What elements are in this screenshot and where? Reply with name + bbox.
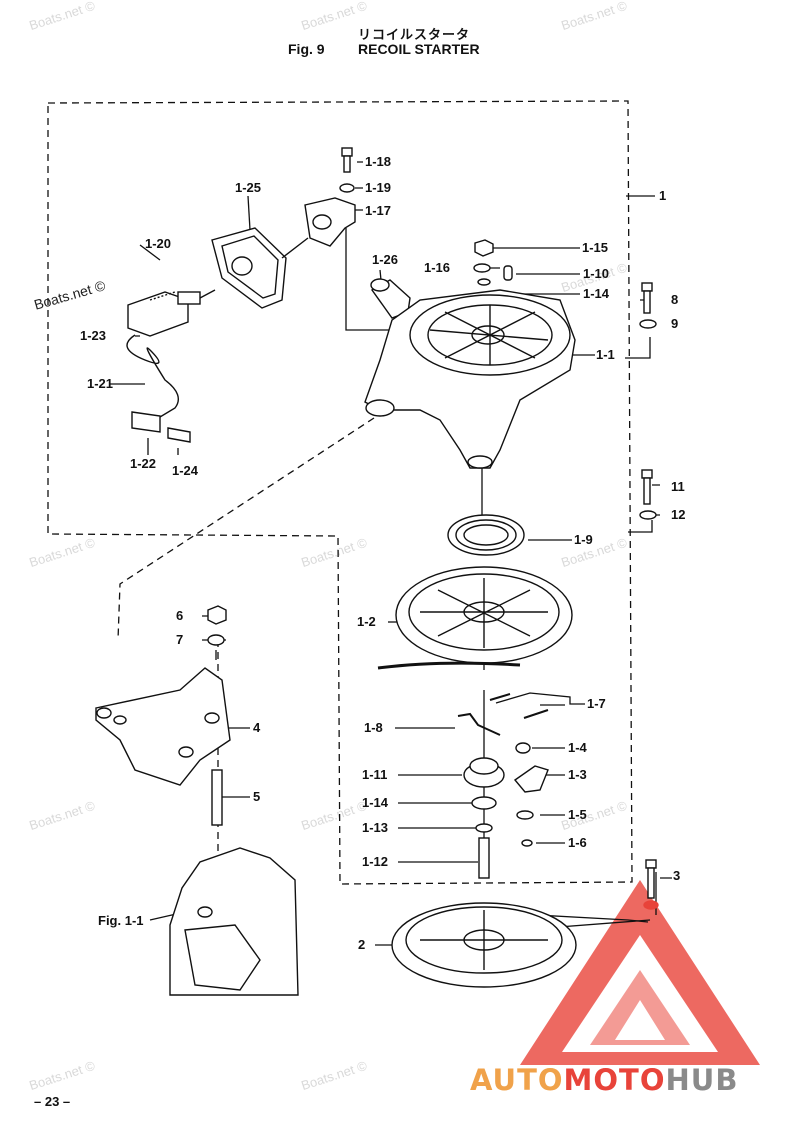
part-label: 1-14 <box>362 795 389 810</box>
part-label: 1-8 <box>364 720 383 735</box>
stud-bolt-icon <box>211 769 223 826</box>
terminal-icon <box>167 427 191 443</box>
collar-icon <box>515 742 531 754</box>
part-label: 1-21 <box>87 376 114 391</box>
part-label: 2 <box>358 937 366 952</box>
brand-wordmark: AUTOMOTOHUB <box>470 1063 738 1097</box>
page-number: – 23 – <box>34 1094 71 1109</box>
bolt-icon <box>641 282 653 292</box>
washer-icon <box>639 510 657 520</box>
washer-icon <box>516 810 534 820</box>
part-label: 1-14 <box>583 286 610 301</box>
part-label: 1-9 <box>574 532 593 547</box>
lead-wire-icon <box>126 334 179 421</box>
part-label: 7 <box>176 632 184 647</box>
washer-icon <box>339 183 355 193</box>
washer-icon <box>473 263 491 273</box>
part-label: 1-5 <box>568 807 587 822</box>
part-label: 1-20 <box>145 236 172 251</box>
assembly-boundary <box>47 100 633 885</box>
part-label: 1-13 <box>362 820 389 835</box>
page-title: RECOIL STARTER <box>358 41 480 57</box>
part-label: 1-7 <box>587 696 606 711</box>
bolt-icon <box>341 147 353 157</box>
washer-icon <box>639 319 657 329</box>
part-label: 11 <box>671 479 685 494</box>
part-label: 1-19 <box>365 180 392 195</box>
washer-icon <box>207 634 225 646</box>
part-label: 8 <box>671 292 679 307</box>
part-label: 6 <box>176 608 184 623</box>
part-label: 1 <box>659 188 667 203</box>
title-japanese: リコイルスタータ <box>358 27 471 42</box>
brand-part-moto: MOTO <box>563 1063 666 1097</box>
part-label: 9 <box>671 316 679 331</box>
washer-icon <box>471 796 497 810</box>
part-label: 1-2 <box>357 614 376 629</box>
part-label: 1-3 <box>568 767 587 782</box>
brand-logo-icon <box>520 880 760 1065</box>
crankcase-icon <box>169 847 299 996</box>
terminal-icon <box>131 411 161 433</box>
part-label: 1-24 <box>172 463 199 478</box>
part-label: 1-23 <box>80 328 107 343</box>
part-label: 1-22 <box>130 456 157 471</box>
clip-icon <box>521 839 533 847</box>
part-label: 1-4 <box>568 740 587 755</box>
brand-part-hub: HUB <box>665 1063 739 1097</box>
brand-part-auto: AUTO <box>470 1063 564 1097</box>
stop-switch-icon <box>127 291 189 337</box>
pawl-icon <box>513 765 549 793</box>
part-label: 3 <box>673 868 681 883</box>
bolt-icon <box>478 837 490 879</box>
part-label: 1-16 <box>424 260 451 275</box>
bracket-icon <box>95 667 231 786</box>
nut-icon <box>207 605 227 625</box>
part-label: 1-15 <box>582 240 609 255</box>
part-label: 1-17 <box>365 203 392 218</box>
part-label: 5 <box>253 789 261 804</box>
washer-icon <box>475 823 493 833</box>
part-label: 4 <box>253 720 261 735</box>
pin-icon <box>503 265 513 281</box>
part-label: 1-18 <box>365 154 392 169</box>
part-label: 1-6 <box>568 835 587 850</box>
part-label: 1-25 <box>235 180 262 195</box>
ratchet-icon <box>489 693 549 719</box>
bolt-icon <box>641 469 653 479</box>
part-label: 1-11 <box>362 767 388 782</box>
ratchet-spring-icon <box>457 712 501 736</box>
part-label: 1-26 <box>372 252 399 267</box>
part-label: 1-1 <box>596 347 615 362</box>
part-label: 1-10 <box>583 266 610 281</box>
starter-rope-icon <box>377 661 521 670</box>
nut-icon <box>474 239 494 257</box>
part-label: Fig. 1-1 <box>98 913 144 928</box>
part-label: 12 <box>671 507 686 522</box>
figure-number: Fig. 9 <box>288 41 325 57</box>
part-label: 1-12 <box>362 854 389 869</box>
bolt-icon <box>645 859 657 869</box>
